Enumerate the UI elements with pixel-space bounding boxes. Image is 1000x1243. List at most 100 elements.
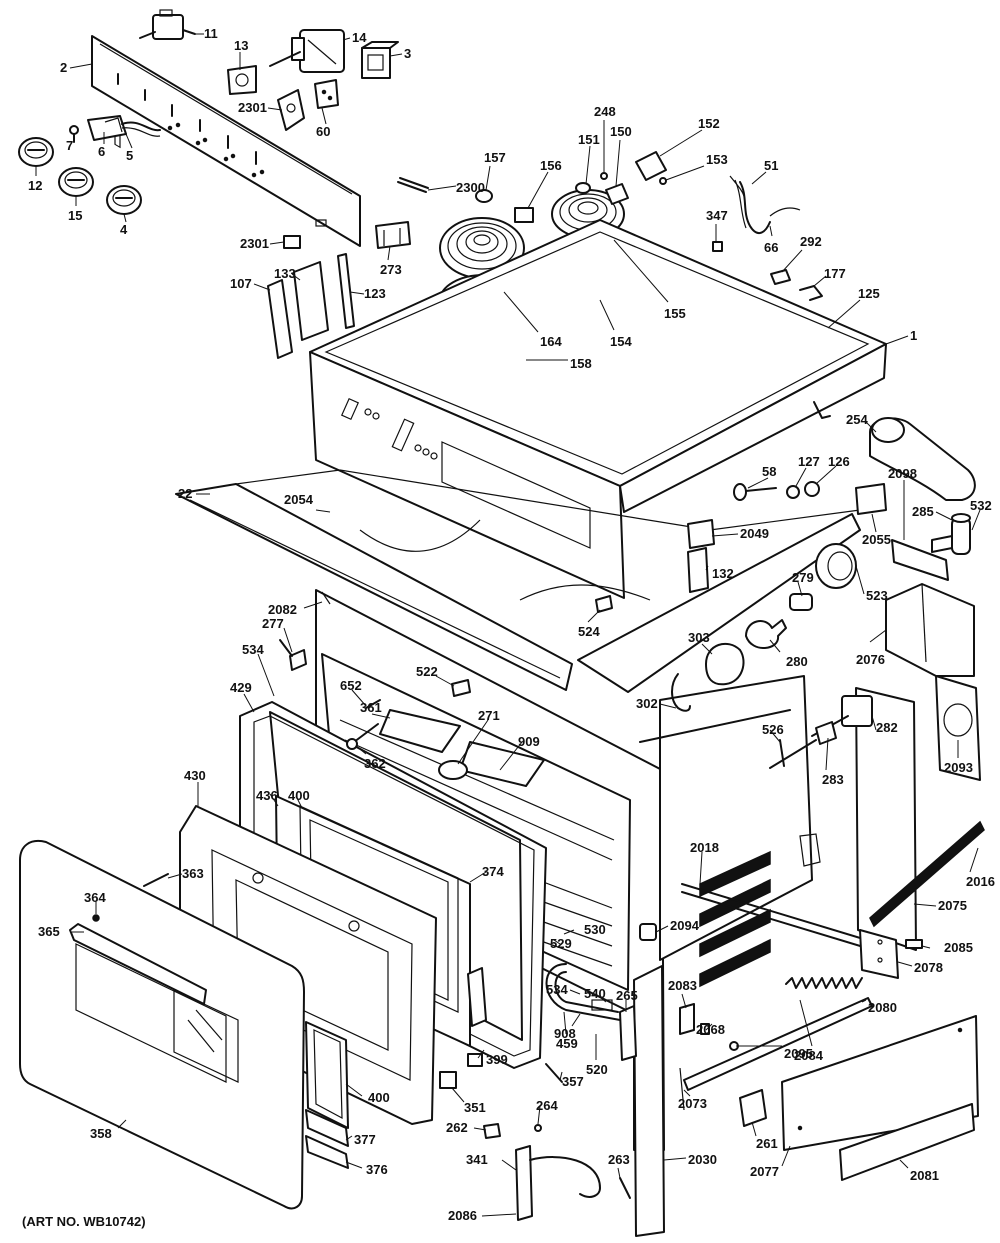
- callout-153: 153: [706, 152, 728, 167]
- callout-150: 150: [610, 124, 632, 139]
- part-351: [439, 1071, 457, 1089]
- callout-2018: 2018: [690, 840, 719, 855]
- callout-155: 155: [664, 306, 686, 321]
- callout-157: 157: [484, 150, 506, 165]
- callout-51: 51: [764, 158, 778, 173]
- part-2085: [905, 939, 923, 949]
- spring-2084: [785, 977, 863, 989]
- panel-2077: [781, 1015, 979, 1151]
- callout-177: 177: [824, 266, 846, 281]
- terminal-156: [514, 207, 534, 223]
- callout-279: 279: [792, 570, 814, 585]
- screw-248: [600, 172, 608, 180]
- callout-273: 273: [380, 262, 402, 277]
- callout-2093: 2093: [944, 760, 973, 775]
- callout-1: 1: [910, 328, 917, 343]
- callout-302: 302: [636, 696, 658, 711]
- timer-14: [299, 29, 345, 73]
- callout-280: 280: [786, 654, 808, 669]
- callout-123: 123: [364, 286, 386, 301]
- part-264: [534, 1124, 542, 1132]
- screw-362: [353, 723, 379, 743]
- callout-14: 14: [352, 30, 367, 45]
- callout-283: 283: [822, 772, 844, 787]
- part-2083: [679, 1003, 695, 1035]
- callout-2077: 2077: [750, 1164, 779, 1179]
- callout-2300: 2300: [456, 180, 485, 195]
- callout-2049: 2049: [740, 526, 769, 541]
- screw-263: [619, 1177, 631, 1199]
- callout-254: 254: [846, 412, 868, 427]
- receptacle-152: [635, 151, 667, 181]
- rod-2018: [681, 883, 881, 945]
- fan-523: [815, 543, 857, 589]
- callout-264: 264: [536, 1098, 558, 1113]
- rod-2016: [869, 820, 985, 928]
- callout-66: 66: [764, 240, 778, 255]
- knob-4: [106, 185, 142, 215]
- callout-2054: 2054: [284, 492, 314, 507]
- hinge-265: [619, 1005, 637, 1061]
- callout-6: 6: [98, 144, 105, 159]
- callout-labels: 11 14 3 2 13 2301 60 7 6 5 12 15 4 248 1…: [28, 26, 995, 1223]
- leader-lines: [35, 33, 981, 1217]
- callout-154: 154: [610, 334, 632, 349]
- callout-248: 248: [594, 104, 616, 119]
- callout-277: 277: [262, 616, 284, 631]
- callout-11: 11: [204, 26, 218, 41]
- relay-285: [951, 517, 971, 555]
- control-panel-group: [18, 9, 411, 359]
- callout-365: 365: [38, 924, 60, 939]
- callout-362: 362: [364, 756, 386, 771]
- receptacle-150: [605, 183, 629, 205]
- screw-7: [69, 125, 79, 135]
- callout-534-bottom: 534: [546, 982, 568, 997]
- bracket-2098: [891, 539, 949, 581]
- callout-2084: 2084: [794, 1048, 824, 1063]
- plate-60: [314, 79, 339, 109]
- control-panel-2: [91, 35, 361, 247]
- misc-parts: [279, 591, 613, 709]
- callout-127: 127: [798, 454, 820, 469]
- callout-376: 376: [366, 1162, 388, 1177]
- part-126: [804, 481, 820, 497]
- end-cap-107: [267, 279, 293, 359]
- art-number: (ART NO. WB10742): [22, 1214, 146, 1229]
- callout-152: 152: [698, 116, 720, 131]
- ring-302: [671, 673, 691, 712]
- ring-151: [575, 182, 591, 194]
- part-376: [305, 1135, 349, 1169]
- callout-2016: 2016: [966, 874, 995, 889]
- callout-265: 265: [616, 988, 638, 1003]
- bracket-2078: [859, 929, 899, 979]
- end-panel-133: [293, 261, 329, 341]
- callout-3: 3: [404, 46, 411, 61]
- part-2301-lower: [283, 235, 301, 249]
- callout-58: 58: [762, 464, 776, 479]
- callout-2073: 2073: [678, 1096, 707, 1111]
- ring-157: [475, 189, 493, 203]
- callout-520: 520: [586, 1062, 608, 1077]
- clip-524: [595, 595, 613, 613]
- callout-357: 357: [562, 1074, 584, 1089]
- callout-430: 430: [184, 768, 206, 783]
- callout-7: 7: [66, 138, 73, 153]
- callout-4: 4: [120, 222, 128, 237]
- knob-15: [58, 167, 94, 197]
- callout-271: 271: [478, 708, 500, 723]
- callout-363: 363: [182, 866, 204, 881]
- switch-3: [361, 47, 391, 79]
- callout-2085: 2085: [944, 940, 973, 955]
- rod-2300: [399, 177, 429, 189]
- callout-13: 13: [234, 38, 248, 53]
- callout-158: 158: [570, 356, 592, 371]
- part-522: [451, 679, 471, 697]
- part-2068: [700, 1023, 710, 1035]
- callout-909: 909: [518, 734, 540, 749]
- door-handle-365: [69, 923, 207, 1005]
- duct-2076: [885, 583, 975, 677]
- callout-400-top: 400: [288, 788, 310, 803]
- callout-263: 263: [608, 1152, 630, 1167]
